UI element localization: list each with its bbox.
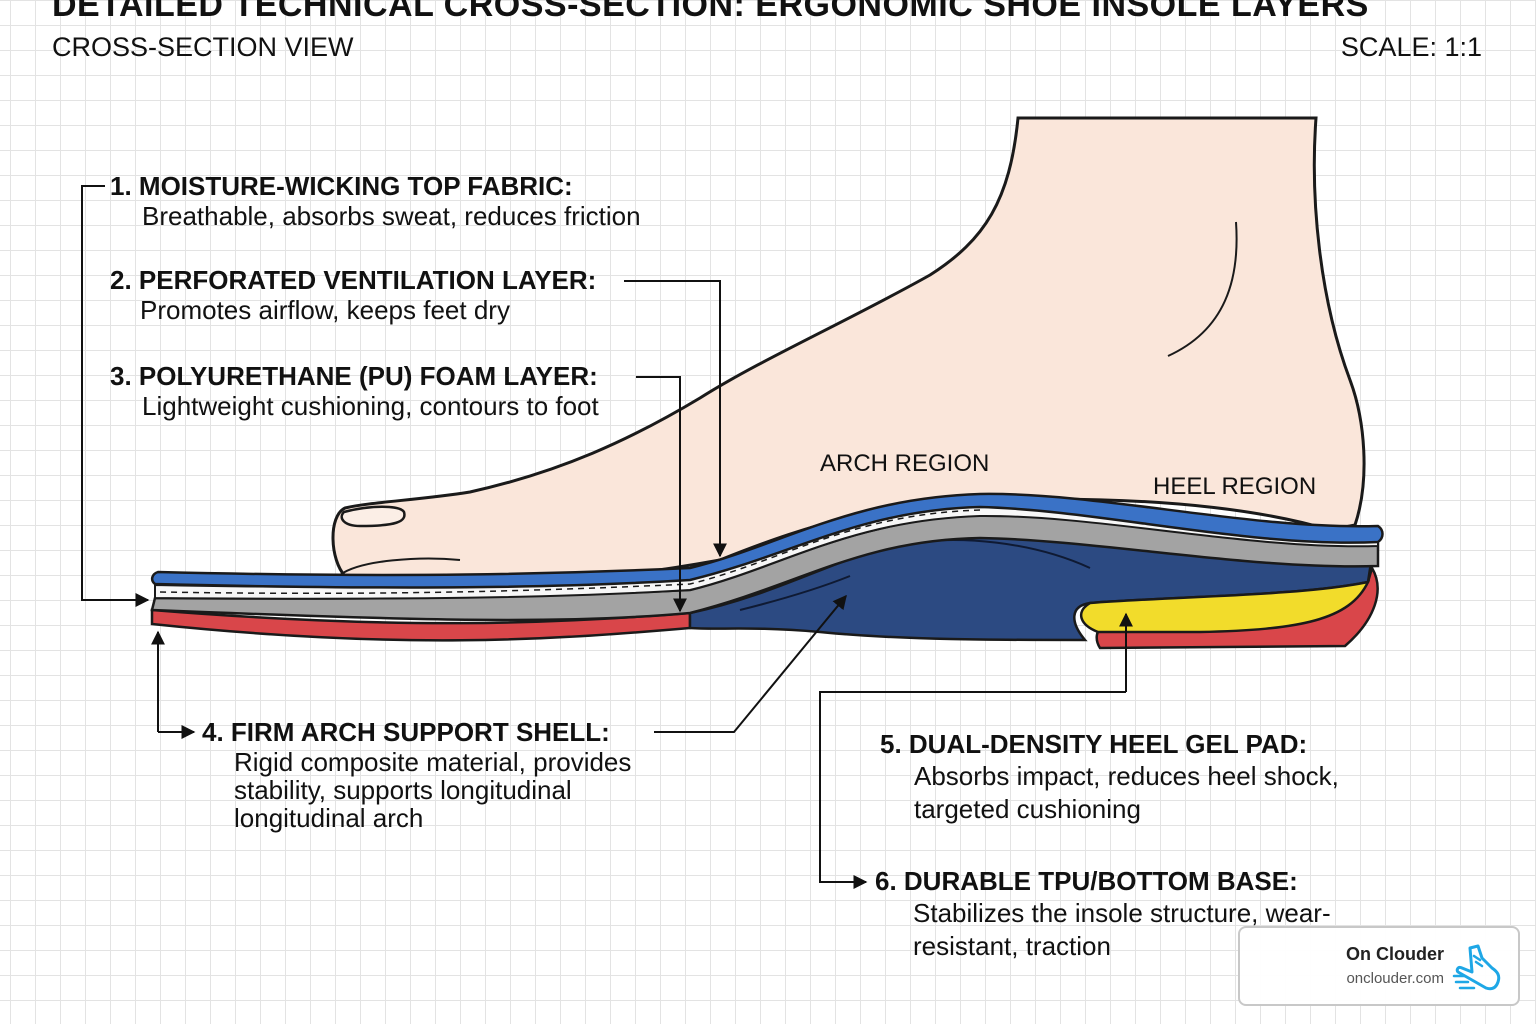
ankle-line xyxy=(1167,221,1238,357)
perforation-line xyxy=(159,509,981,595)
sneaker-icon xyxy=(1452,944,1501,991)
leader-line-1 xyxy=(81,185,150,607)
callout-heading: 6. DURABLE TPU/BOTTOM BASE: xyxy=(875,866,1298,896)
callout-heading: 1. MOISTURE-WICKING TOP FABRIC: xyxy=(110,171,573,201)
callout-arch-shell: 4. FIRM ARCH SUPPORT SHELL: Rigid compos… xyxy=(202,717,631,832)
callout-heel-gel: 5. DUAL-DENSITY HEEL GEL PAD: Absorbs im… xyxy=(880,729,1339,826)
callout-description: Promotes airflow, keeps feet dry xyxy=(140,295,510,325)
callout-heading: 5. DUAL-DENSITY HEEL GEL PAD: xyxy=(880,729,1308,759)
callout-description: Breathable, absorbs sweat, reduces frict… xyxy=(142,201,641,231)
callout-description-line: resistant, traction xyxy=(913,931,1111,961)
brand-name: On Clouder xyxy=(1346,944,1444,964)
callout-top-fabric: 1. MOISTURE-WICKING TOP FABRIC: Breathab… xyxy=(110,171,641,230)
callout-description-line: Absorbs impact, reduces heel shock, xyxy=(914,761,1339,791)
view-label: CROSS-SECTION VIEW xyxy=(52,32,354,62)
callout-heading: 4. FIRM ARCH SUPPORT SHELL: xyxy=(202,717,610,747)
toenail xyxy=(340,505,406,528)
callout-heading: 2. PERFORATED VENTILATION LAYER: xyxy=(110,265,597,295)
callout-description-line: Rigid composite material, provides xyxy=(234,747,632,777)
callout-tpu-base: 6. DURABLE TPU/BOTTOM BASE: Stabilizes t… xyxy=(875,866,1331,963)
leader-line-6 xyxy=(819,691,1126,889)
brand-url: onclouder.com xyxy=(1346,970,1444,987)
toe-line xyxy=(339,557,461,576)
callout-description-line: targeted cushioning xyxy=(914,794,1141,824)
leader-line-4c xyxy=(654,594,847,733)
callout-description: Lightweight cushioning, contours to foot xyxy=(142,391,599,421)
top-fabric-layer xyxy=(150,492,1384,589)
callout-description-line: longitudinal arch xyxy=(234,803,424,833)
arch-region-label: ARCH REGION xyxy=(820,450,990,477)
callout-heading: 3. POLYURETHANE (PU) FOAM LAYER: xyxy=(110,361,598,391)
heel-region-label: HEEL REGION xyxy=(1153,473,1317,500)
callout-description-line: Stabilizes the insole structure, wear- xyxy=(913,898,1331,928)
scale-label: SCALE: 1:1 xyxy=(1340,32,1482,62)
heel-gel-pad xyxy=(1079,580,1371,634)
brand-badge[interactable]: On Clouder onclouder.com xyxy=(1238,926,1520,1006)
leader-line-2 xyxy=(624,280,727,558)
leader-line-3 xyxy=(636,376,687,613)
diagram-title: DETAILED TECHNICAL CROSS-SECTION: ERGONO… xyxy=(52,0,1369,24)
callout-ventilation: 2. PERFORATED VENTILATION LAYER: Promote… xyxy=(110,265,596,324)
arch-contour-line-2 xyxy=(739,575,851,611)
callout-pu-foam: 3. POLYURETHANE (PU) FOAM LAYER: Lightwe… xyxy=(110,361,599,420)
callout-description-line: stability, supports longitudinal xyxy=(234,775,572,805)
